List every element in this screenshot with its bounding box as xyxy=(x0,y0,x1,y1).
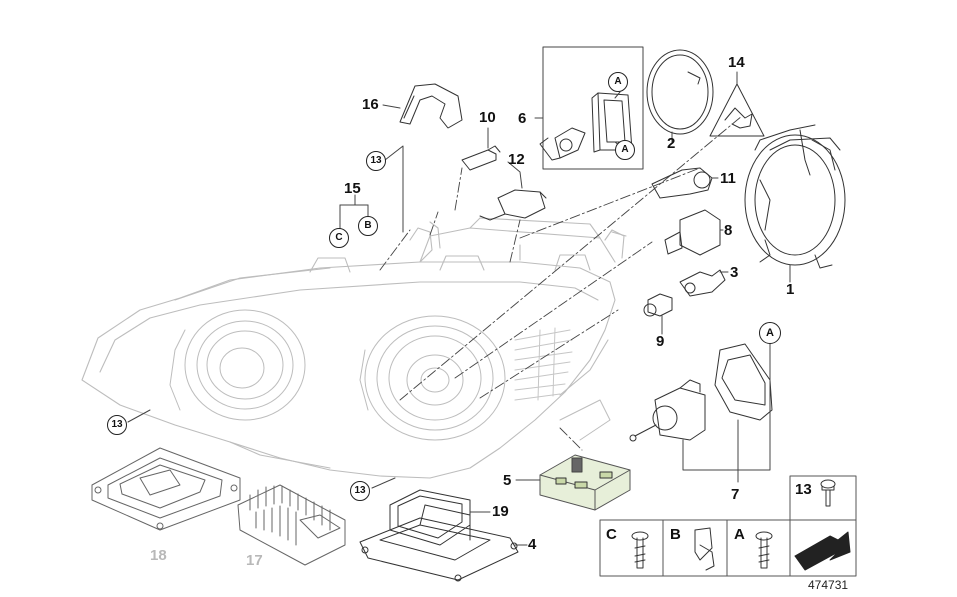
part-label-15: 15 xyxy=(344,180,361,197)
part-14-warning-label xyxy=(709,83,765,137)
part-7-ignitor xyxy=(629,343,773,442)
legend-screw-13 xyxy=(820,479,836,507)
part-5-control-unit xyxy=(539,454,631,511)
part-label-3: 3 xyxy=(730,264,739,281)
part-12-bulb xyxy=(479,189,547,221)
diagram-reference-number: 474731 xyxy=(808,578,849,592)
part-3-bulb xyxy=(679,269,726,297)
part-label-5: 5 xyxy=(503,472,512,489)
legend-label-13: 13 xyxy=(795,481,812,498)
part-label-2: 2 xyxy=(667,135,676,152)
assembly-leaders xyxy=(379,115,743,451)
legend-label-a: A xyxy=(734,526,745,543)
part-label-19: 19 xyxy=(492,503,509,520)
part-label-11: 11 xyxy=(720,170,736,187)
part-9-bulb xyxy=(643,293,673,317)
callout-13: 13 xyxy=(350,481,370,501)
part-18-ballast xyxy=(91,447,241,531)
legend-table xyxy=(599,475,857,577)
part-label-18: 18 xyxy=(150,547,167,564)
part-label-16: 16 xyxy=(362,96,379,113)
part-7-bracket-lines xyxy=(682,354,771,483)
headlight-housing xyxy=(81,217,627,479)
part-15-leader xyxy=(339,194,369,231)
part-label-9: 9 xyxy=(656,333,665,350)
legend-label-c: C xyxy=(606,526,617,543)
part-label-8: 8 xyxy=(724,222,733,239)
legend-screw-c xyxy=(631,531,649,569)
part-2-cap xyxy=(646,49,714,135)
legend-clip-b xyxy=(694,527,715,571)
part-6-igniter-kit xyxy=(539,46,644,170)
callout-b: B xyxy=(358,216,378,236)
part-11-bulb xyxy=(651,167,713,199)
part-8-socket xyxy=(664,209,721,256)
left-projector-ring xyxy=(169,309,306,421)
part-16-clip xyxy=(399,83,463,129)
callout-13: 13 xyxy=(366,151,386,171)
part-label-4: 4 xyxy=(528,536,537,553)
part-label-12: 12 xyxy=(508,151,525,168)
direction-arrow-icon xyxy=(794,531,851,571)
callout-a: A xyxy=(608,72,628,92)
callout-a: A xyxy=(759,322,781,344)
part-17-heatsink xyxy=(237,484,346,566)
part-label-10: 10 xyxy=(479,109,496,126)
part-1-ring xyxy=(744,124,846,269)
callout-13: 13 xyxy=(107,415,127,435)
part-label-17: 17 xyxy=(246,552,263,569)
part-label-6: 6 xyxy=(518,110,527,127)
part-4-bracket xyxy=(359,504,519,582)
callout-c: C xyxy=(329,228,349,248)
right-projector-ring xyxy=(359,315,506,441)
part-label-1: 1 xyxy=(786,281,795,298)
indicator-slats xyxy=(514,327,573,401)
part-10-bulb xyxy=(461,145,501,171)
legend-screw-a xyxy=(755,531,773,569)
part-19-gasket xyxy=(389,489,471,546)
callout-a: A xyxy=(615,140,635,160)
part-label-14: 14 xyxy=(728,54,745,71)
part-label-7: 7 xyxy=(731,486,740,503)
legend-label-b: B xyxy=(670,526,681,543)
